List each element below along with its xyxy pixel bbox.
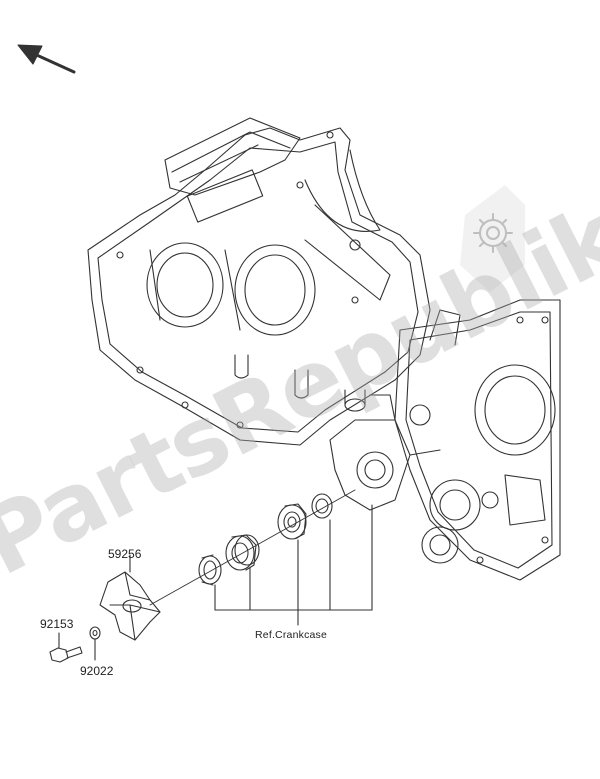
oil-seal [311, 493, 333, 519]
gear-icon [473, 213, 513, 253]
crankcase-left-half [87, 117, 431, 446]
impeller [99, 571, 161, 641]
bearing [277, 503, 307, 540]
watermark-tag-shape [460, 185, 525, 292]
part-number-impeller: 59256 [108, 547, 142, 561]
washer [89, 626, 101, 661]
part-number-bolt: 92153 [40, 617, 74, 631]
pump-housing [329, 394, 441, 511]
arrow-up-left-icon [17, 44, 76, 74]
reference-bracket [129, 504, 373, 626]
part-number-washer: 92022 [80, 664, 114, 678]
crankcase-right-half [394, 299, 561, 581]
reference-label: Ref.Crankcase [255, 629, 328, 641]
mechanical-seal [225, 534, 260, 571]
bolt [49, 632, 83, 663]
seal-ring [198, 554, 222, 586]
